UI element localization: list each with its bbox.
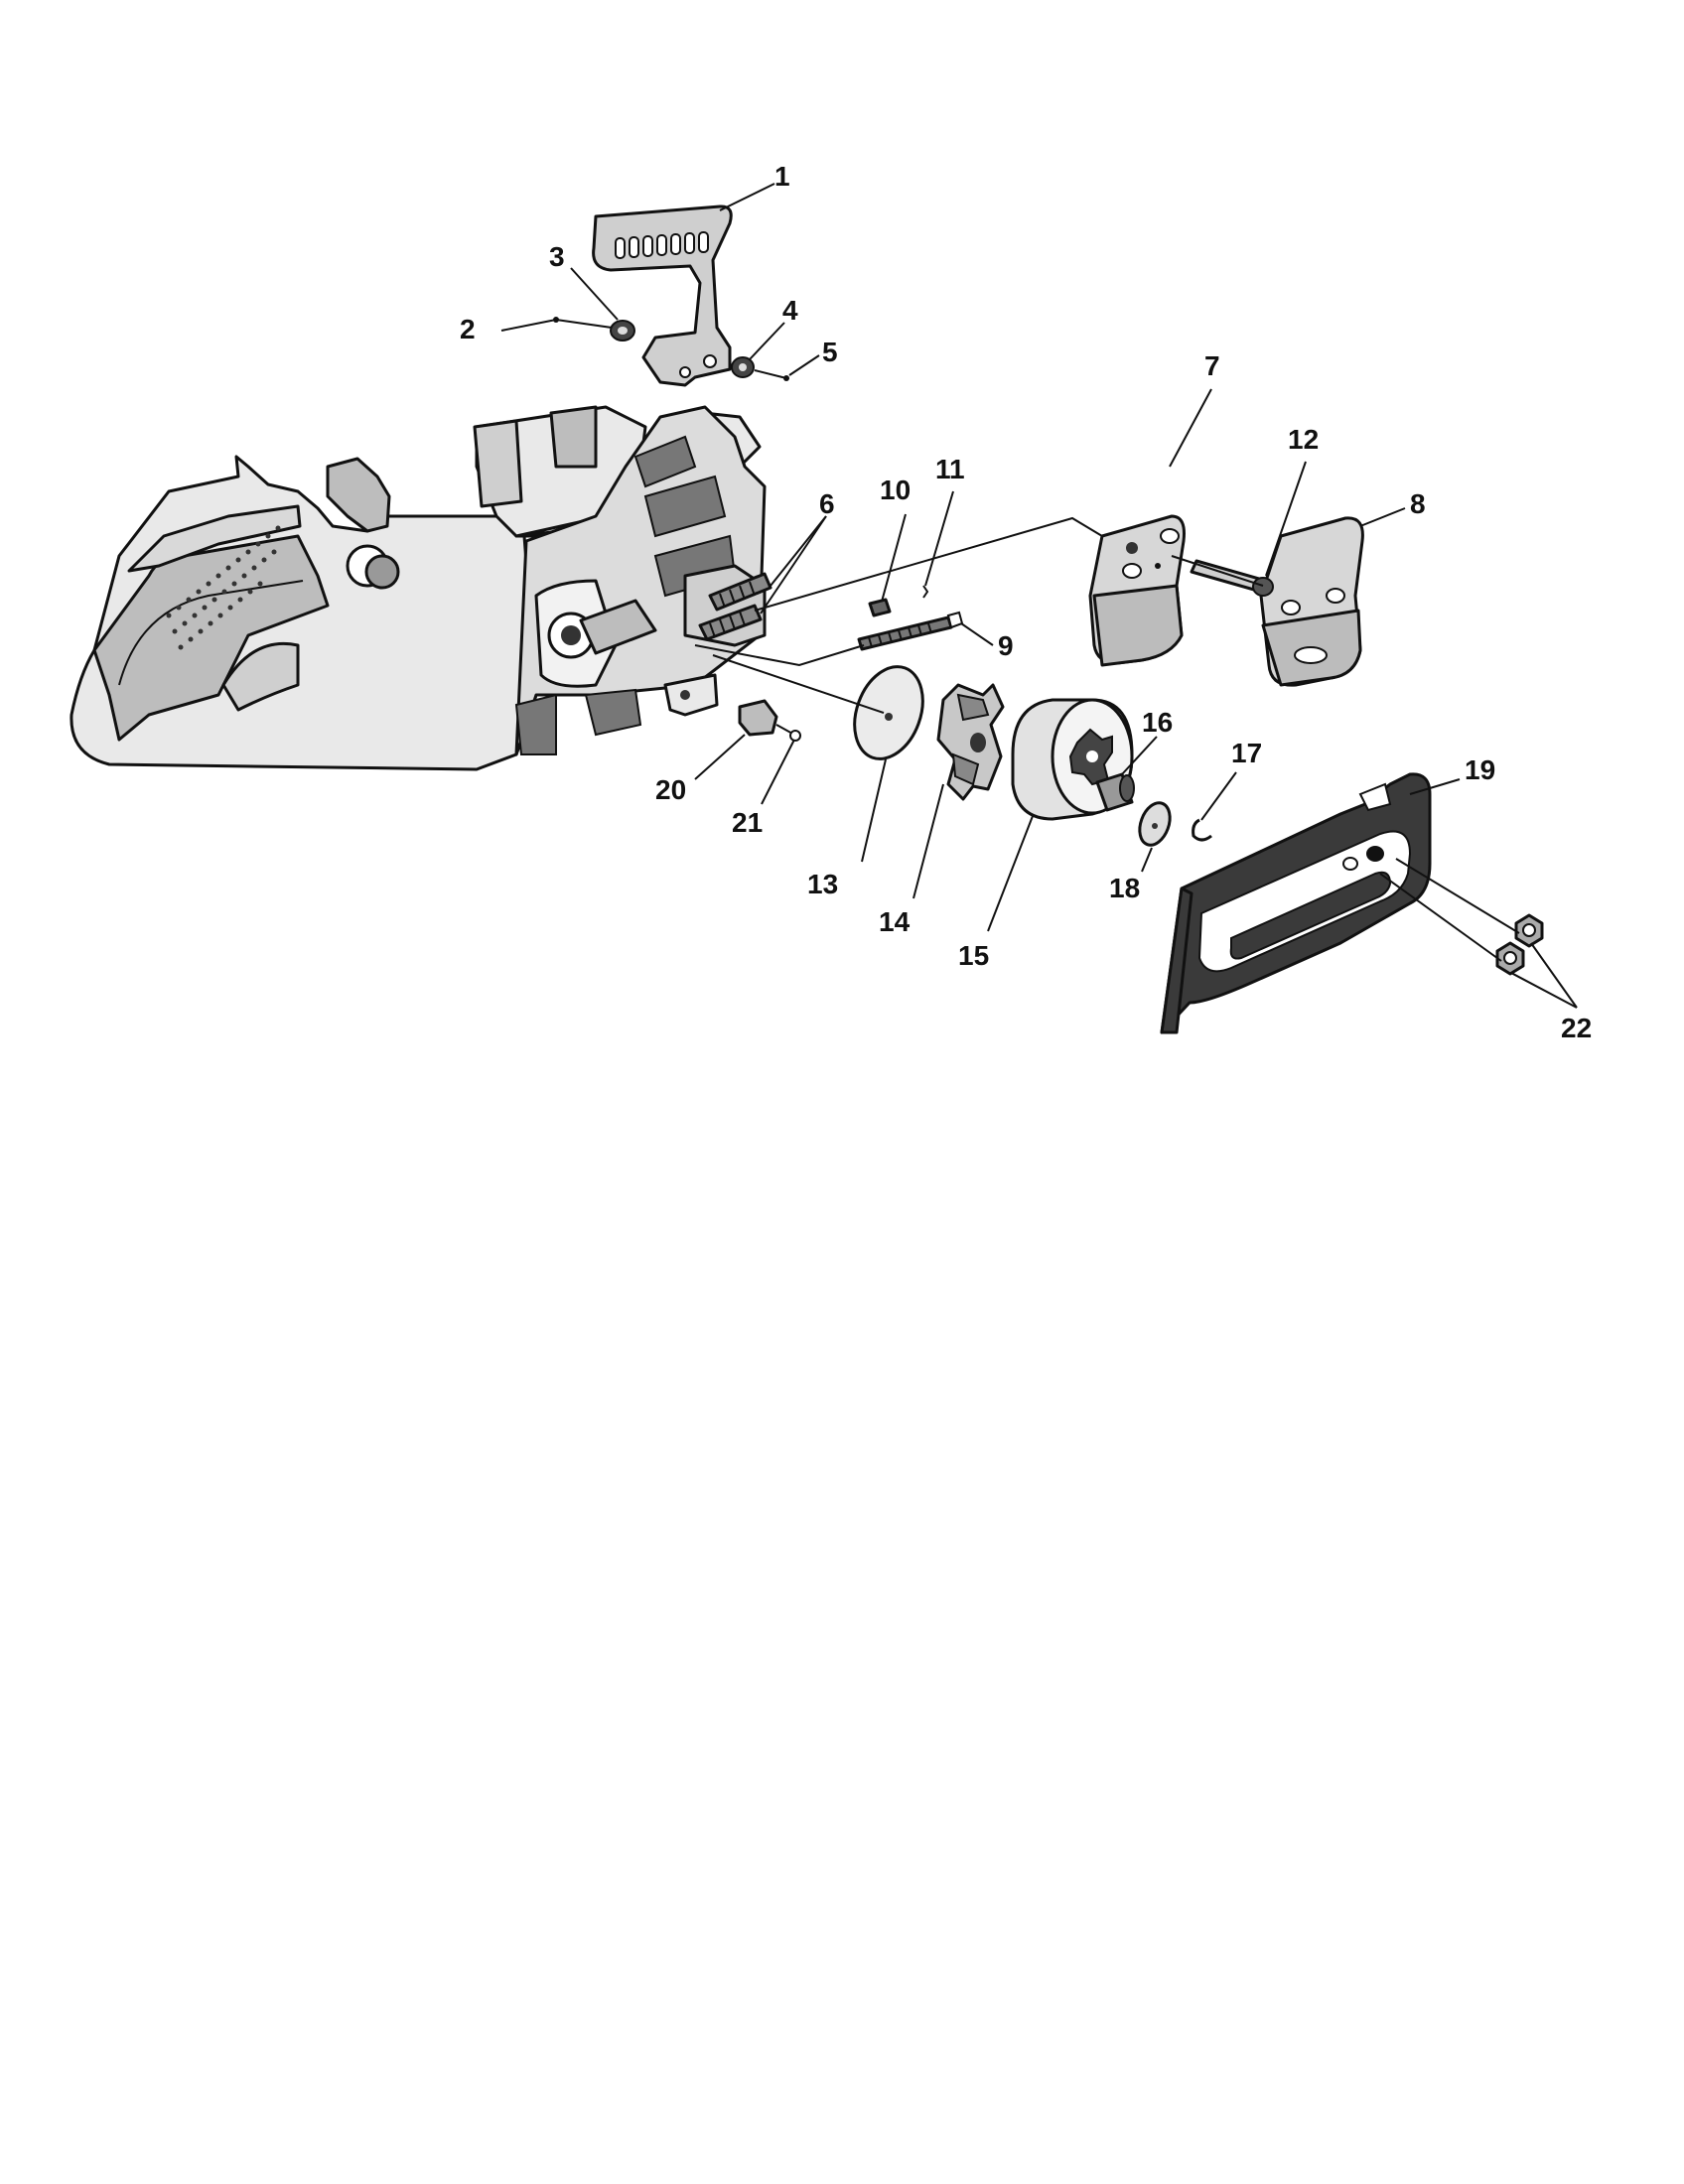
callout-22: 22 <box>1561 1013 1592 1043</box>
callout-10: 10 <box>880 475 911 505</box>
callout-labels: 1 2 3 4 5 6 7 8 9 10 11 12 13 14 15 16 1… <box>460 161 1592 1043</box>
callout-12: 12 <box>1288 424 1319 455</box>
callout-9: 9 <box>998 630 1014 661</box>
callout-17: 17 <box>1231 738 1262 768</box>
front-handle-part <box>592 205 733 387</box>
callout-20: 20 <box>655 774 686 805</box>
sprocket-cover-part-19 <box>1160 772 1432 1034</box>
leader-lines <box>500 183 1578 1009</box>
catcher-screw-part-21 <box>775 724 801 742</box>
callout-14: 14 <box>879 906 911 937</box>
needle-bearing-part-16 <box>1095 772 1135 812</box>
callout-7: 7 <box>1204 350 1220 381</box>
callout-15: 15 <box>958 940 989 971</box>
callout-6: 6 <box>819 488 835 519</box>
clutch-part-14 <box>936 683 1005 801</box>
callout-21: 21 <box>732 807 763 838</box>
handle-spacer-part-3 <box>610 320 635 341</box>
washer-part-13 <box>853 665 924 760</box>
callout-18: 18 <box>1109 873 1140 903</box>
e-clip-part-17 <box>1192 818 1212 842</box>
callout-2: 2 <box>460 314 476 344</box>
adjuster-pin-part-11 <box>922 585 929 599</box>
bar-studs-part-6 <box>698 572 772 641</box>
tension-screw-part-9 <box>857 611 964 651</box>
bar-nuts-part-22 <box>1495 913 1544 976</box>
callout-4: 4 <box>782 295 798 326</box>
adjuster-pin-part-10 <box>868 598 892 617</box>
inner-bar-plate-part-7 <box>1088 514 1186 667</box>
callout-3: 3 <box>549 241 565 272</box>
callout-1: 1 <box>774 161 790 192</box>
washer-part-18 <box>1138 801 1172 847</box>
callout-13: 13 <box>807 869 838 899</box>
engine-housing-part <box>70 405 767 771</box>
callout-16: 16 <box>1142 707 1173 738</box>
callout-11: 11 <box>935 454 965 484</box>
handle-screw-part-5 <box>754 369 789 381</box>
outer-bar-plate-part-8 <box>1259 516 1364 687</box>
callout-19: 19 <box>1465 754 1495 785</box>
callout-8: 8 <box>1410 488 1426 519</box>
plate-rivet-part-12 <box>1155 559 1274 597</box>
handle-spacer-part-4 <box>731 356 755 378</box>
callout-5: 5 <box>822 337 838 367</box>
chain-catcher-part-20 <box>738 699 778 737</box>
